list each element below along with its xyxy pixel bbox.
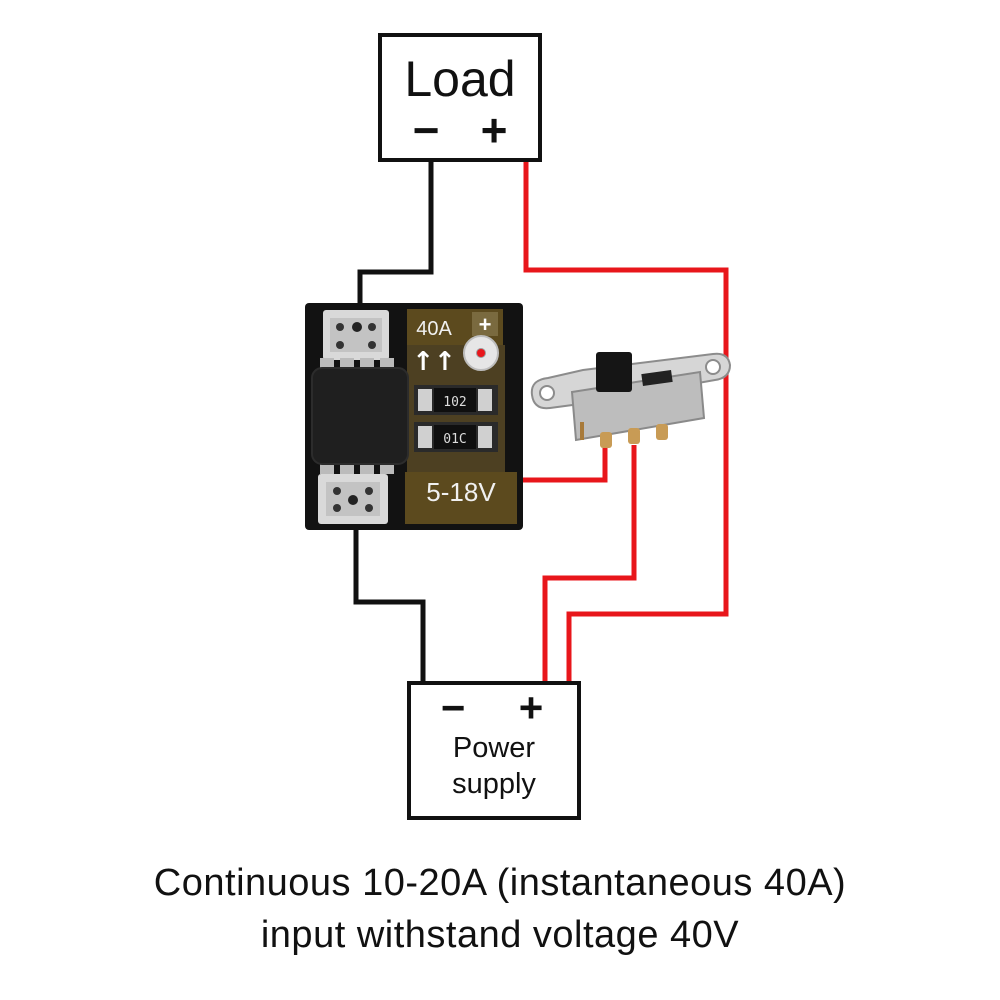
negative-wires (353, 160, 434, 683)
switch-slider (596, 352, 632, 392)
load-box-frame (378, 33, 542, 162)
caption-line-2: input withstand voltage 40V (260, 914, 740, 956)
plus-pad (472, 312, 498, 336)
module-voltage-label: 5-18V (426, 477, 496, 507)
load-minus-sign: − (413, 104, 440, 156)
switch-to-supply-wire (542, 445, 637, 683)
module-current-label: 40A (416, 318, 452, 340)
load-positive-wire (523, 160, 729, 683)
module-plus-label: + (479, 312, 492, 337)
load-box: Load − + (378, 33, 542, 162)
module-arrows-label: ↑↑ (412, 347, 456, 377)
switch-pin-2 (628, 428, 640, 444)
power-supply-box: − + Power supply (407, 681, 581, 820)
load-title: Load (404, 51, 515, 107)
resistor-102: 102 (414, 385, 498, 415)
pcb-module: 40A + ↑↑ 102 01C 5-18V (305, 303, 523, 530)
supply-plus-sign: + (519, 684, 544, 731)
slide-switch (530, 352, 732, 448)
resistor-01c: 01C (414, 422, 498, 452)
supply-negative-wire (353, 512, 426, 683)
bottom-terminal (318, 474, 388, 524)
resistor-102-label: 102 (443, 395, 466, 410)
supply-minus-sign: − (441, 684, 466, 731)
load-plus-sign: + (481, 104, 508, 156)
gold-pad-bottom (405, 472, 517, 524)
caption-line-1: Continuous 10-20A (instantaneous 40A) (153, 862, 847, 904)
top-terminal (323, 310, 389, 360)
resistor-01c-label: 01C (443, 432, 466, 447)
mosfet-chip (311, 358, 409, 474)
switch-pin-1 (600, 432, 612, 448)
supply-label-line2: supply (452, 768, 536, 800)
power-supply-frame (407, 681, 581, 820)
load-negative-wire (357, 160, 434, 330)
switch-pin-3 (656, 424, 668, 440)
supply-label-line1: Power (453, 732, 536, 764)
